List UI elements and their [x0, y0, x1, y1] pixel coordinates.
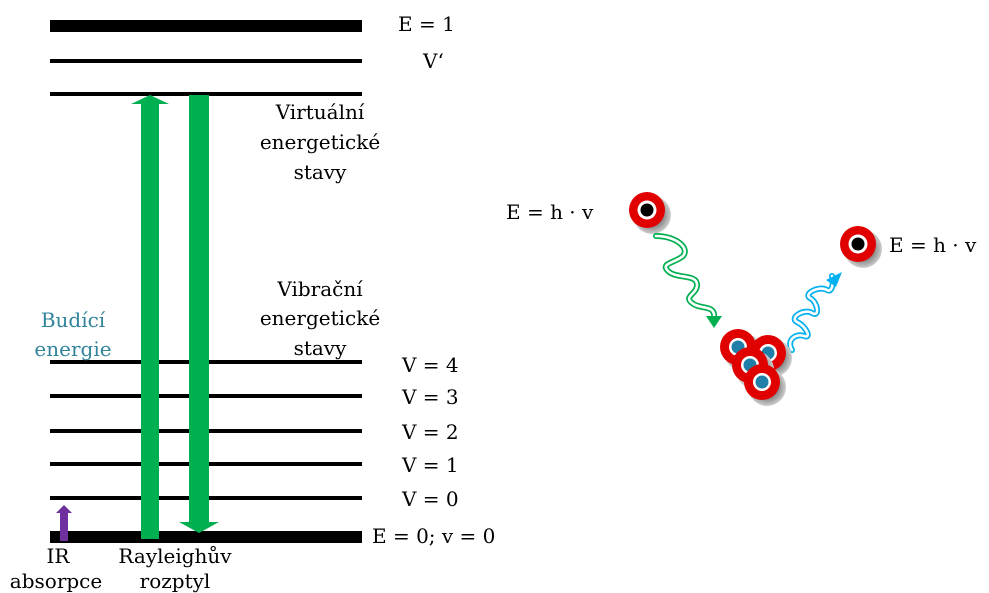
budici-label-line-2: energie	[34, 337, 111, 361]
outgoing-photon-wave	[787, 272, 842, 353]
scattered-energy-label: E = h · v	[889, 233, 977, 257]
ir-label-line-2: absorpce	[10, 569, 102, 593]
level-vprime-line	[50, 59, 362, 63]
label-v1: V = 1	[401, 453, 459, 477]
rayleigh-label-line-1: Rayleighův	[118, 544, 232, 568]
excitation-up-arrow	[131, 95, 169, 539]
vibrational-label-line-2: energetické	[260, 306, 380, 330]
label-v2: V = 2	[401, 420, 459, 444]
vibrational-label-line-1: Vibrační	[276, 277, 363, 301]
label-v3: V = 3	[401, 385, 459, 409]
label-ground: E = 0; v = 0	[372, 524, 495, 548]
level-e1-line	[50, 20, 362, 32]
rayleigh-label: Rayleighův rozptyl	[118, 544, 232, 593]
rayleigh-down-arrow	[179, 95, 219, 533]
virtual-label-line-2: energetické	[260, 130, 380, 154]
label-e1: E = 1	[398, 12, 455, 36]
label-vprime: V‘	[422, 49, 444, 73]
ir-label-line-1: IR	[47, 544, 71, 568]
vibrational-label-line-3: stavy	[294, 336, 348, 360]
scattered-photon-icon	[840, 226, 882, 268]
budici-label-line-1: Budící	[41, 308, 106, 332]
molecule-cluster-icon	[720, 329, 792, 406]
virtual-states-label: Virtuální energetické stavy	[260, 100, 380, 184]
level-ground-line	[50, 531, 362, 543]
vibrational-states-label: Vibrační energetické stavy	[260, 277, 380, 360]
virtual-label-line-3: stavy	[294, 160, 348, 184]
incident-photon-icon	[629, 192, 671, 234]
level-virtual-line	[50, 92, 362, 96]
ir-label: IR absorpce	[10, 544, 102, 593]
label-v4: V = 4	[401, 353, 459, 377]
budici-energie-label: Budící energie	[34, 308, 111, 361]
incident-energy-label: E = h · v	[506, 200, 594, 224]
virtual-label-line-1: Virtuální	[275, 100, 365, 124]
ir-absorption-arrow	[56, 505, 72, 541]
incoming-photon-wave	[653, 233, 722, 328]
rayleigh-label-line-2: rozptyl	[140, 569, 211, 593]
label-v0: V = 0	[401, 487, 459, 511]
